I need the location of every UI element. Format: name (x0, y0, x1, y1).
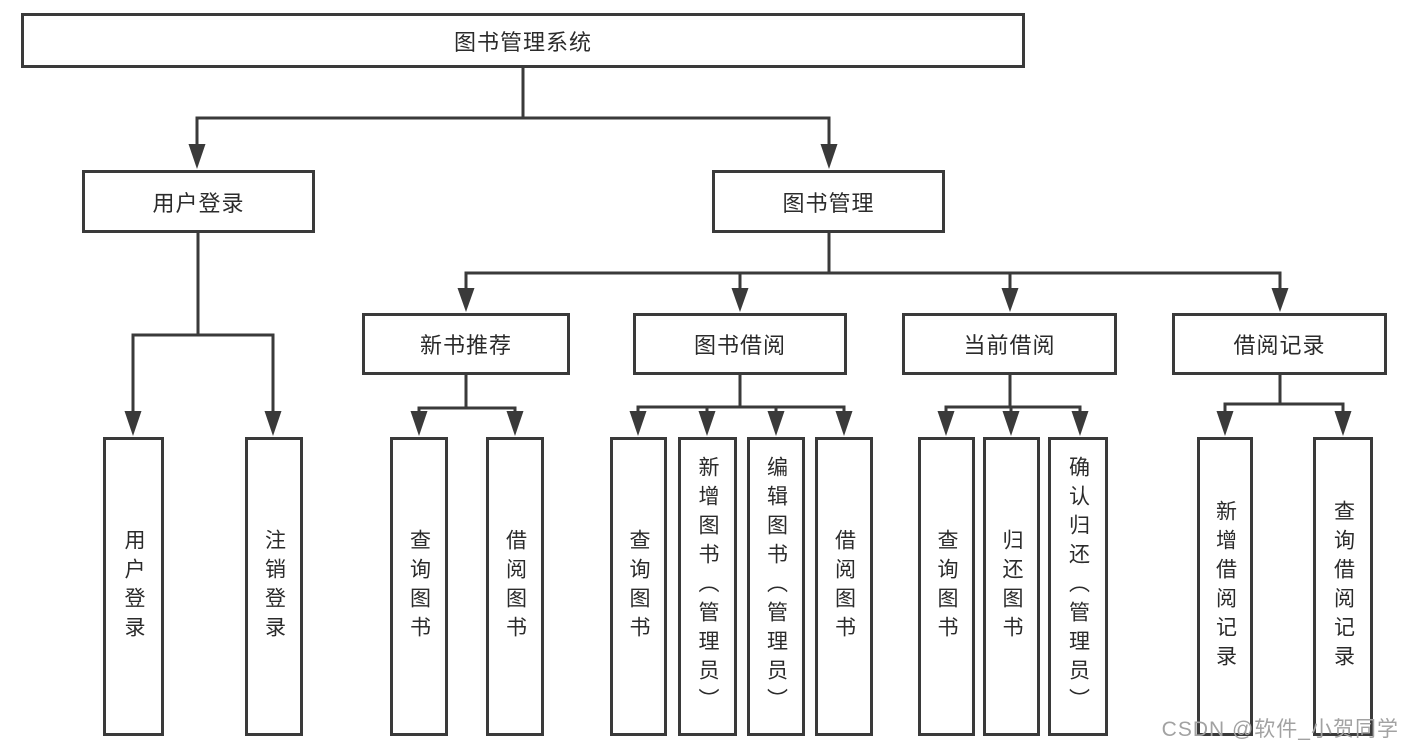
node-new-book-recommend: 新书推荐 (362, 313, 570, 375)
node-borrow-records-label: 借阅记录 (1233, 333, 1326, 358)
leaf-query-books-borrow: 查询图书 (610, 437, 667, 736)
leaf-user-login-label: 用户登录 (122, 528, 145, 645)
node-user-login-label: 用户登录 (152, 190, 245, 216)
leaf-query-books-borrow-label: 查询图书 (627, 528, 650, 645)
leaf-borrow-books-label: 借阅图书 (832, 528, 856, 645)
leaf-logout: 注销登录 (245, 437, 303, 736)
node-current-borrow-label: 当前借阅 (963, 333, 1056, 358)
leaf-borrow-books-recommend: 借阅图书 (486, 437, 544, 736)
leaf-borrow-books: 借阅图书 (815, 437, 873, 736)
leaf-confirm-return-admin: 确认归还（管理员） (1048, 437, 1108, 736)
leaf-borrow-books-recommend-label: 借阅图书 (503, 528, 527, 645)
csdn-watermark: CSDN @软件_小贺同学 (1161, 718, 1399, 741)
leaf-logout-label: 注销登录 (262, 528, 286, 645)
leaf-query-books-recommend: 查询图书 (390, 437, 448, 736)
leaf-confirm-return-admin-label: 确认归还（管理员） (1066, 456, 1090, 717)
leaf-add-books-admin: 新增图书（管理员） (678, 437, 737, 736)
leaf-query-borrow-record: 查询借阅记录 (1313, 437, 1373, 736)
node-book-management-label: 图书管理 (782, 190, 875, 216)
leaf-add-borrow-record: 新增借阅记录 (1197, 437, 1253, 736)
node-user-login: 用户登录 (82, 170, 315, 233)
node-new-book-recommend-label: 新书推荐 (419, 333, 512, 358)
leaf-edit-books-admin-label: 编辑图书（管理员） (764, 456, 788, 717)
leaf-edit-books-admin: 编辑图书（管理员） (747, 437, 805, 736)
node-book-borrow: 图书借阅 (633, 313, 847, 375)
node-current-borrow: 当前借阅 (902, 313, 1117, 375)
node-root-label: 图书管理系统 (453, 29, 592, 55)
node-book-management: 图书管理 (712, 170, 945, 233)
leaf-query-books-current-label: 查询图书 (935, 528, 958, 645)
leaf-query-borrow-record-label: 查询借阅记录 (1331, 499, 1355, 674)
node-book-borrow-label: 图书借阅 (693, 333, 786, 358)
node-borrow-records: 借阅记录 (1172, 313, 1387, 375)
leaf-return-books-label: 归还图书 (1000, 528, 1023, 645)
node-root-system: 图书管理系统 (21, 13, 1025, 68)
leaf-return-books: 归还图书 (983, 437, 1040, 736)
leaf-add-books-admin-label: 新增图书（管理员） (696, 456, 719, 717)
leaf-query-books-recommend-label: 查询图书 (407, 528, 431, 645)
leaf-add-borrow-record-label: 新增借阅记录 (1213, 499, 1237, 674)
leaf-query-books-current: 查询图书 (918, 437, 975, 736)
leaf-user-login: 用户登录 (103, 437, 164, 736)
